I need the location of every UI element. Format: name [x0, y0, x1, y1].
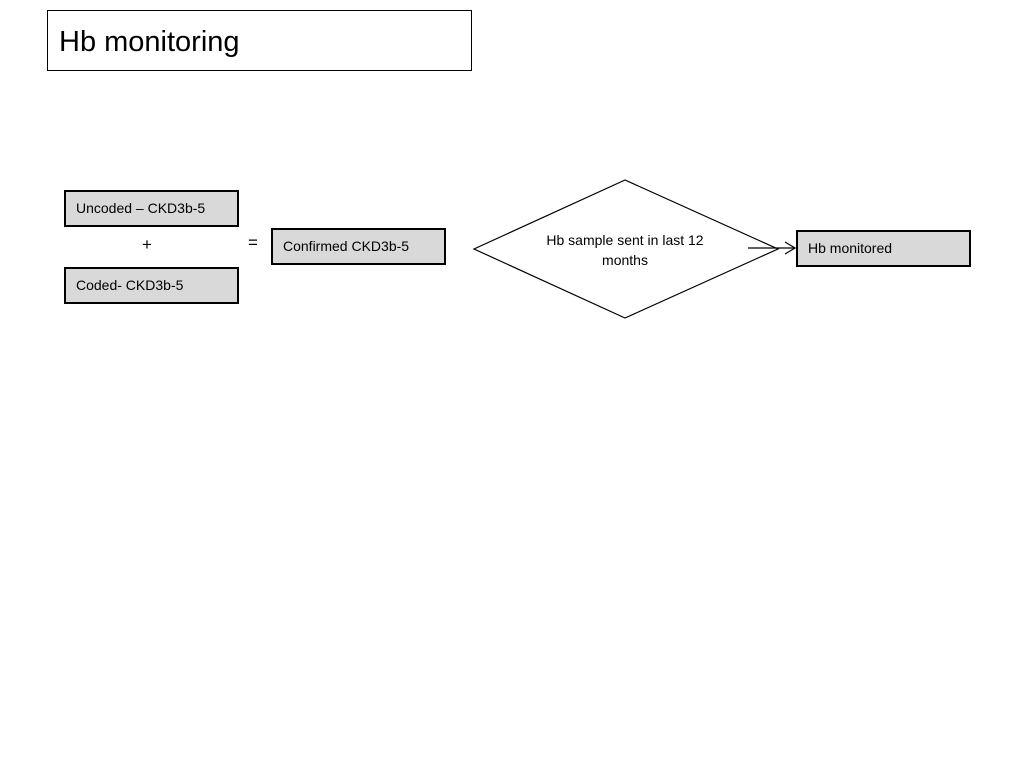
arrow-head-icon [784, 241, 797, 255]
hb-monitored-box: Hb monitored [796, 230, 971, 267]
equals-symbol: = [248, 233, 258, 252]
decision-label: Hb sample sent in last 12 months [546, 232, 704, 268]
coded-ckd-box: Coded- CKD3b-5 [64, 267, 239, 304]
slide-title: Hb monitoring [59, 26, 240, 58]
title-box: Hb monitoring [47, 10, 472, 71]
confirmed-ckd-box: Confirmed CKD3b-5 [271, 228, 446, 265]
decision-diamond [472, 179, 780, 319]
plus-symbol: + [142, 235, 152, 254]
uncoded-ckd-box: Uncoded – CKD3b-5 [64, 190, 239, 227]
